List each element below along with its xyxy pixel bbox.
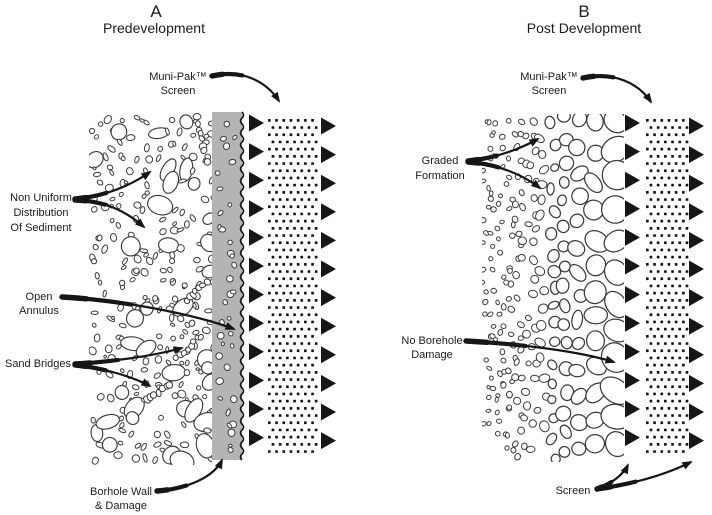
callout-arrow xyxy=(580,73,654,105)
callout-arrow xyxy=(72,362,153,389)
label-borhole-wall-line2: & Damage xyxy=(95,500,147,512)
label-no-borehole-damage: No Borehole Damage xyxy=(401,334,462,362)
panel-b-letter: B xyxy=(578,2,590,21)
callout-arrow xyxy=(463,338,617,365)
callout-arrow xyxy=(59,294,237,332)
callout-arrow xyxy=(154,457,225,494)
borehole-wall-wavy-edge xyxy=(239,111,245,461)
panel-a-letter: A xyxy=(150,2,162,21)
label-no-borehole-line1: No Borehole xyxy=(401,335,463,347)
label-munipak-b-line1: Muni-Pak™ xyxy=(520,71,578,83)
munipak-screen-a xyxy=(249,114,336,453)
callout-arrow xyxy=(465,159,543,191)
label-sand-bridges-line1: Sand Bridges xyxy=(4,358,72,370)
label-no-borehole-line2: Damage xyxy=(411,349,453,361)
label-munipak-a-line1: Muni-Pak™ xyxy=(149,71,207,83)
borehole-wall-band xyxy=(212,111,245,461)
label-munipak-b-line2: Screen xyxy=(531,85,567,97)
label-non-uniform-line2: Distribution xyxy=(13,207,69,219)
formation-a-pebbles xyxy=(89,113,212,465)
label-graded-line1: Graded xyxy=(421,155,459,167)
label-munipak-screen-a: Muni-Pak™ Screen xyxy=(149,70,206,98)
label-graded-line2: Formation xyxy=(415,170,465,182)
label-non-uniform-distribution: Non Uniform Distribution Of Sediment xyxy=(10,191,72,236)
label-non-uniform-line3: Of Sediment xyxy=(10,222,72,234)
callout-arrow xyxy=(209,71,282,104)
label-non-uniform-line1: Non Uniform xyxy=(10,192,72,204)
label-open-annulus-line2: Annulus xyxy=(19,305,59,317)
panel-a-title: Predevelopment xyxy=(103,20,205,36)
label-open-annulus: Open Annulus xyxy=(19,290,59,318)
label-screen: Screen xyxy=(556,484,591,498)
label-graded-formation: Graded Formation xyxy=(415,154,465,184)
label-screen-line1: Screen xyxy=(555,485,591,497)
label-open-annulus-line1: Open xyxy=(25,291,53,303)
munipak-screen-b xyxy=(625,114,704,453)
callout-arrow xyxy=(594,459,694,492)
label-sand-bridges: Sand Bridges xyxy=(5,357,71,371)
callout-arrow xyxy=(72,197,147,230)
callout-arrow xyxy=(72,345,185,367)
label-borhole-wall-line1: Borhole Wall xyxy=(90,486,152,498)
label-borhole-wall-damage: Borhole Wall & Damage xyxy=(90,485,152,513)
label-munipak-screen-b: Muni-Pak™ Screen xyxy=(520,70,577,98)
panel-b-title: Post Development xyxy=(526,20,642,36)
formation-b-pebbles xyxy=(482,114,624,462)
label-munipak-a-line2: Screen xyxy=(160,85,196,97)
